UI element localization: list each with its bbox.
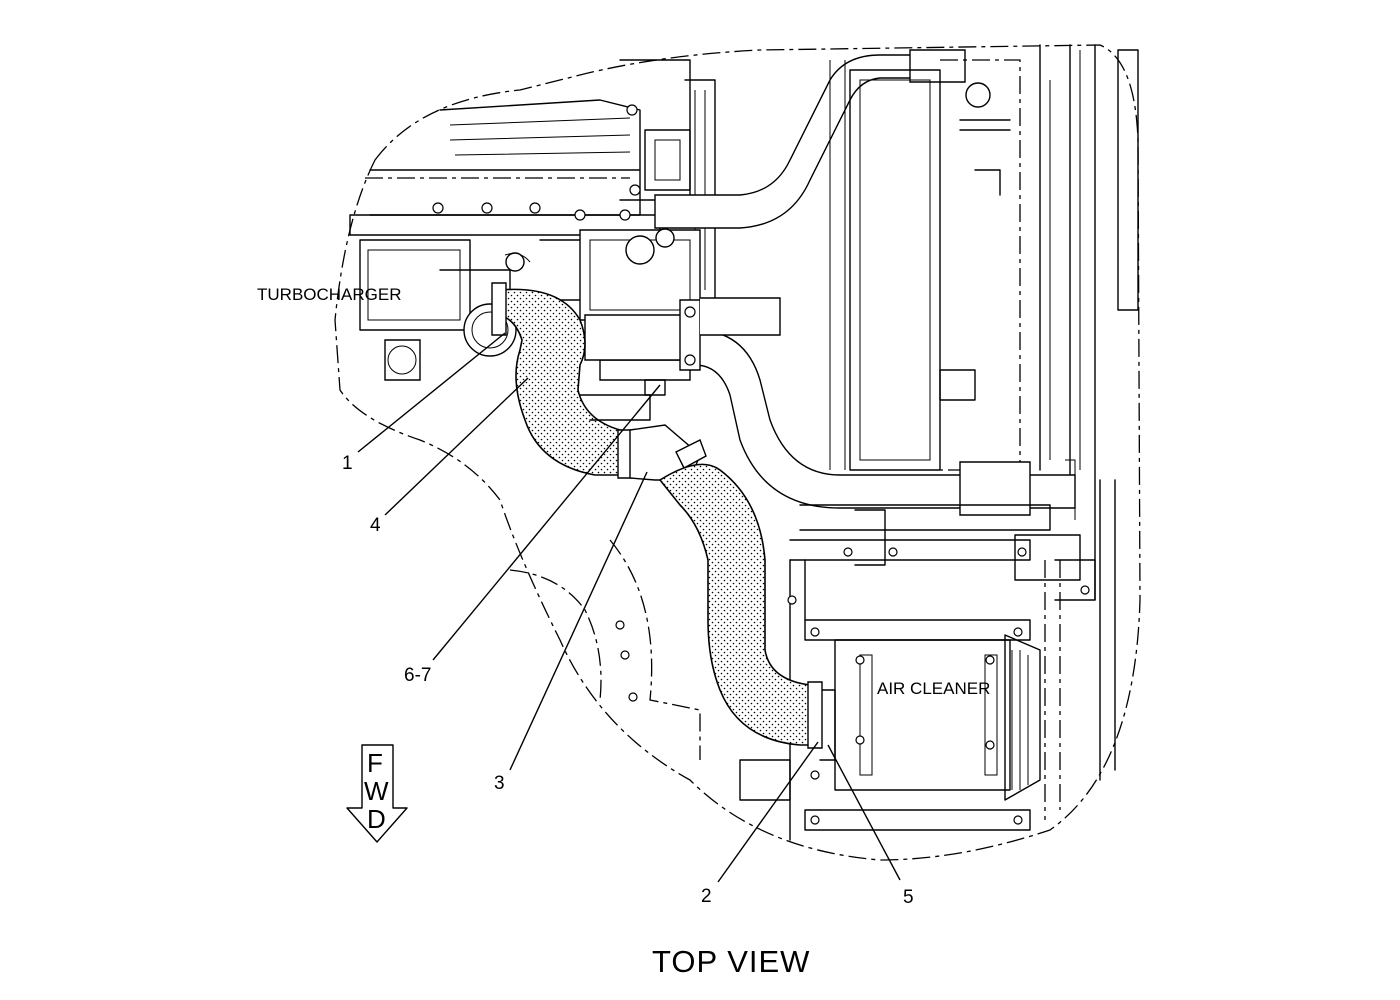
callout-2: 2 [701,886,712,907]
callout-5: 5 [903,887,914,908]
turbo-outlet-tube [584,297,781,371]
callout-4: 4 [370,515,381,536]
callout-leaders [357,332,901,883]
air-cleaner-housing [819,634,1041,801]
callout-6-7: 6-7 [404,665,431,686]
compressor-block [579,228,701,381]
turbocharger-label: TURBOCHARGER [257,285,402,304]
fwd-letter-d: D [367,804,386,834]
engine-block [349,59,716,301]
fwd-letter-f: F [367,748,383,778]
chassis-frame [509,479,1116,841]
fwd-letter-w: W [364,776,389,806]
return-tube [694,329,1076,520]
intake-hose-lower [658,463,816,746]
radiator-core [829,44,1139,601]
view-title: TOP VIEW [652,944,810,979]
forward-direction-arrow: F W D [346,744,408,843]
hose-clamp-lower [807,681,823,749]
hose-clamp-upper [491,282,507,336]
callout-3: 3 [494,773,505,794]
callout-1: 1 [342,453,353,474]
view-boundary [334,44,1141,861]
air-cleaner-label: AIR CLEANER [877,679,990,698]
charge-air-tube [654,49,966,229]
